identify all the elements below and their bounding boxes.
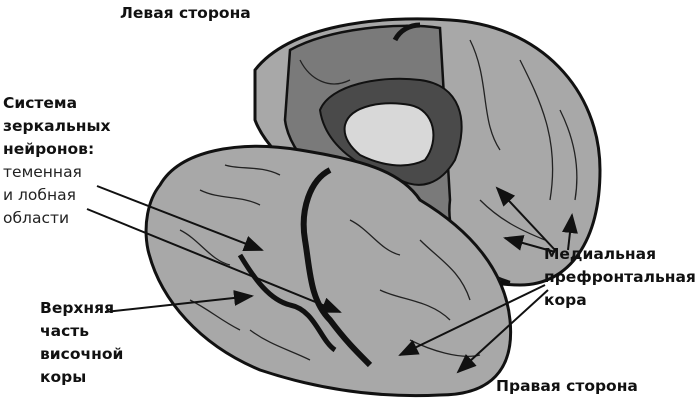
arrow-medial-1 (495, 186, 556, 251)
arrow-medial-3 (562, 213, 578, 251)
mirror-detail-line: области (3, 209, 70, 227)
label-left-side: Левая сторона (120, 4, 251, 22)
right-hemisphere (144, 144, 513, 398)
mirror-title-line: нейронов: (3, 140, 95, 158)
label-line: кора (544, 291, 587, 309)
label-superior-temporal: Верхняя часть височной коры (40, 297, 123, 389)
arrow-parietal (96, 185, 264, 251)
arrow-frontal (86, 208, 342, 313)
arrow-superior-temporal (104, 289, 254, 313)
left-hemisphere (253, 17, 602, 287)
label-line: коры (40, 368, 87, 386)
mirror-detail-line: и лобная (3, 186, 76, 204)
label-line: Верхняя (40, 299, 115, 317)
label-line: часть (40, 322, 90, 340)
arrow-medial-4 (398, 284, 546, 356)
label-right-side: Правая сторона (496, 377, 638, 395)
mirror-title-line: зеркальных (3, 117, 111, 135)
arrow-medial-5 (456, 289, 549, 374)
mirror-detail-line: теменная (3, 163, 82, 181)
label-line: височной (40, 345, 124, 363)
label-line: Медиальная (544, 245, 657, 263)
arrow-medial-2 (503, 235, 556, 253)
label-mirror-neurons: Система зеркальных нейронов: теменная и … (3, 92, 110, 230)
mirror-title-line: Система (3, 94, 78, 112)
pointer-lines (86, 185, 578, 374)
label-medial-prefrontal: Медиальная префронтальная кора (544, 243, 696, 312)
label-line: префронтальная (544, 268, 696, 286)
